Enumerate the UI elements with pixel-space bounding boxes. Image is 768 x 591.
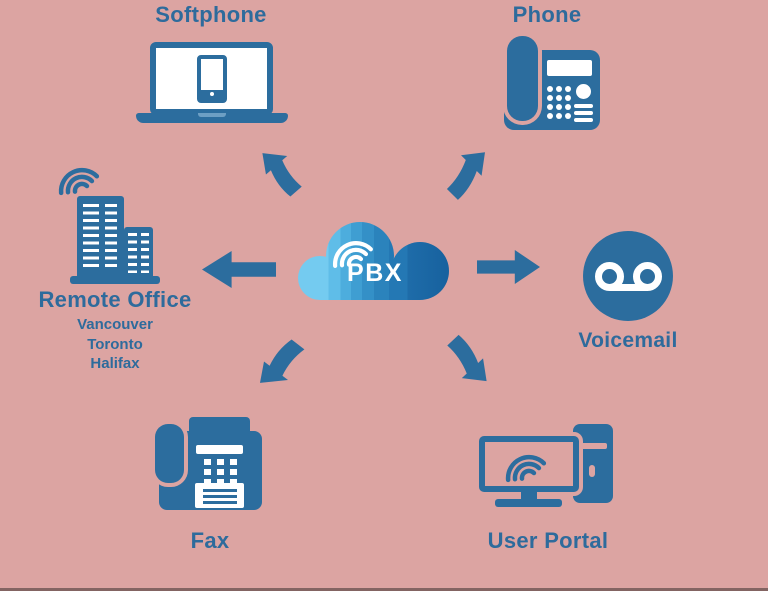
- building-windows: [105, 204, 117, 271]
- monitor-icon: [479, 436, 579, 492]
- computer-tower-icon: [573, 424, 613, 503]
- city-toronto: Toronto: [87, 335, 143, 353]
- laptop-notch: [198, 113, 226, 117]
- arrow-to-fax-icon: [260, 339, 305, 383]
- remote-office-label: Remote Office: [38, 287, 192, 312]
- monitor-stand-neck: [521, 492, 537, 501]
- building-base: [70, 276, 160, 284]
- softphone-phone-icon: [196, 55, 227, 103]
- voicemail-bar: [610, 284, 648, 291]
- fax-handset-icon: [155, 424, 184, 483]
- voicemail-reel-left: [595, 262, 624, 291]
- voicemail-icon: [583, 231, 673, 321]
- pbx-cloud-label: PBX: [347, 259, 403, 287]
- fax-output-paper: [195, 483, 244, 508]
- phone-label: Phone: [512, 2, 582, 27]
- phone-speaker-button: [576, 84, 591, 99]
- phone-softkey-bar: [574, 111, 593, 115]
- building-windows: [128, 233, 137, 273]
- fax-keypad: [204, 459, 237, 485]
- phone-bottom-bar: [200, 90, 223, 99]
- screen-wifi-icon: [505, 454, 547, 483]
- building-windows: [83, 204, 99, 271]
- phone-softkey-bar: [574, 118, 593, 122]
- paper-line: [203, 495, 237, 498]
- tower-power-button: [589, 465, 595, 477]
- wifi-signal-icon: [58, 167, 100, 196]
- pbx-cloud-icon: [298, 222, 449, 300]
- phone-home-dot: [209, 92, 214, 96]
- phone-keypad: [547, 86, 571, 119]
- tower-drive-slot: [579, 443, 607, 449]
- paper-line: [203, 501, 237, 504]
- office-building-tall-icon: [77, 196, 124, 279]
- arrow-to-user-portal-icon: [447, 334, 487, 382]
- softphone-laptop-icon: [150, 42, 273, 115]
- voicemail-label: Voicemail: [578, 329, 678, 352]
- monitor-stand-base: [495, 499, 562, 507]
- arrow-to-phone-icon: [446, 152, 485, 200]
- arrow-to-voicemail-icon: [477, 250, 540, 284]
- arrow-to-softphone-icon: [262, 153, 302, 197]
- office-building-short-icon: [124, 227, 153, 279]
- laptop-base: [136, 113, 288, 123]
- paper-line: [203, 489, 237, 492]
- building-windows: [141, 233, 149, 273]
- phone-display: [547, 60, 592, 76]
- letterbox-strip: [0, 588, 768, 591]
- fax-display: [196, 445, 243, 454]
- monitor-screen: [485, 442, 573, 486]
- cloud-wifi-icon: [333, 241, 373, 268]
- city-vancouver: Vancouver: [77, 316, 153, 333]
- arrow-to-remote-office-icon: [202, 251, 276, 288]
- phone-softkey-bar: [574, 104, 593, 108]
- fax-label: Fax: [190, 528, 230, 553]
- phone-handset-icon: [507, 36, 538, 121]
- remote-office-cities: Vancouver Toronto Halifax: [35, 315, 195, 374]
- city-halifax: Halifax: [90, 355, 140, 372]
- user-portal-label: User Portal: [487, 528, 609, 553]
- softphone-label: Softphone: [155, 2, 267, 27]
